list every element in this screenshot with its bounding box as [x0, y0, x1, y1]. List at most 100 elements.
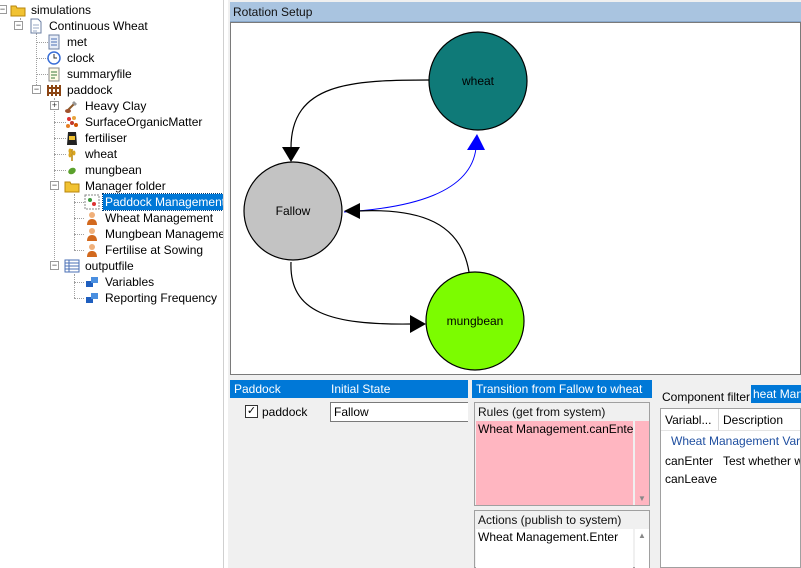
node-mungbean[interactable]: mungbean	[425, 271, 525, 371]
node-label-fallow: Fallow	[276, 204, 311, 218]
rules-textarea[interactable]: Wheat Management.canEnter	[476, 421, 633, 505]
output-table-icon	[64, 258, 80, 274]
tree-item-mungbean[interactable]: mungbean	[64, 162, 144, 178]
description-column-header[interactable]: Description	[719, 409, 800, 431]
notepad-icon	[46, 66, 62, 82]
tree-item-reporting-frequency[interactable]: Reporting Frequency	[84, 290, 219, 306]
arrowhead-fallow-to-wheat	[467, 134, 485, 150]
tree-item-label: outputfile	[85, 259, 134, 273]
tree-item-clock[interactable]: clock	[46, 50, 96, 66]
tree-item-manager-folder[interactable]: Manager folder	[64, 178, 168, 194]
tree-item-surface-organic-matter[interactable]: SurfaceOrganicMatter	[64, 114, 204, 130]
tree-item-fertilise-at-sowing[interactable]: Fertilise at Sowing	[84, 242, 205, 258]
initial-state-column-header: Initial State	[327, 380, 468, 398]
wheat-icon	[64, 146, 80, 162]
tree-item-label: fertiliser	[85, 131, 128, 145]
rotation-graph[interactable]: wheat Fallow mungbean	[231, 23, 800, 374]
chevron-up-icon[interactable]: ▲	[638, 531, 646, 540]
tree-item-label: paddock	[67, 83, 113, 97]
fertiliser-bag-icon	[64, 130, 80, 146]
variable-name[interactable]: canEnter	[665, 454, 714, 468]
folder-icon	[10, 2, 26, 18]
actions-group: Actions (publish to system) Wheat Manage…	[474, 510, 650, 568]
variable-description: Test whether we	[723, 454, 800, 468]
tree-item-wheat-management[interactable]: Wheat Management	[84, 210, 215, 226]
tree-item-summaryfile[interactable]: summaryfile	[46, 66, 134, 82]
component-filter-value: heat Man	[752, 386, 801, 402]
variable-group-label: Wheat Management Var	[671, 434, 801, 448]
node-wheat[interactable]: wheat	[428, 31, 528, 131]
collapse-toggle[interactable]: −	[0, 4, 7, 14]
manager-person-icon	[84, 226, 100, 242]
arrow-fallow-to-mungbean[interactable]	[290, 261, 412, 325]
variable-name[interactable]: canLeave	[665, 472, 718, 486]
fence-icon	[46, 82, 62, 98]
tree-item-paddock[interactable]: paddock	[46, 82, 114, 98]
variables-grid[interactable]: Variabl... Description Wheat Management …	[660, 408, 801, 568]
tree-item-met[interactable]: met	[46, 34, 89, 50]
tree-item-label: Reporting Frequency	[105, 291, 218, 305]
main-panel: Rotation Setup wheat Fallow	[228, 0, 801, 568]
arrow-fallow-to-wheat[interactable]	[343, 147, 477, 213]
tree-item-label: Paddock Management	[101, 193, 223, 211]
component-filter-panel: Component filter: heat Man Variabl... De…	[658, 380, 801, 568]
tree-item-label: simulations	[31, 3, 92, 17]
arrow-wheat-to-fallow[interactable]	[290, 79, 430, 149]
variable-column-header[interactable]: Variabl...	[661, 409, 719, 431]
tree-item-wheat[interactable]: wheat	[64, 146, 119, 162]
tree-item-label: met	[67, 35, 88, 49]
rules-title: Rules (get from system)	[478, 405, 606, 419]
paddock-name: paddock	[262, 405, 308, 419]
transition-title: Transition from Fallow to wheat	[472, 380, 652, 398]
tree-item-label: Continuous Wheat	[49, 19, 148, 33]
initial-state-input[interactable]: Fallow	[330, 402, 468, 422]
collapse-toggle[interactable]: −	[50, 260, 59, 270]
collapse-toggle[interactable]: −	[50, 180, 59, 190]
tree-item-fertiliser[interactable]: fertiliser	[64, 130, 129, 146]
tree-item-outputfile[interactable]: outputfile	[64, 258, 136, 274]
component-filter-input[interactable]: heat Man	[751, 385, 801, 403]
rotation-diagram[interactable]: wheat Fallow mungbean	[230, 22, 801, 375]
collapse-toggle[interactable]: −	[14, 20, 23, 30]
tree-item-label: Heavy Clay	[85, 99, 147, 113]
collapse-toggle[interactable]: −	[32, 84, 41, 94]
actions-textarea[interactable]: Wheat Management.Enter	[476, 529, 633, 568]
tree-item-mungbean-management[interactable]: Mungbean Management	[84, 226, 224, 242]
rules-group: Rules (get from system) Wheat Management…	[474, 402, 650, 506]
tree-item-label: Variables	[105, 275, 155, 289]
node-label-wheat: wheat	[461, 74, 495, 88]
tree-item-simulations[interactable]: simulations	[10, 2, 93, 18]
bean-icon	[64, 162, 80, 178]
frequency-icon	[84, 290, 100, 306]
organic-matter-icon	[64, 114, 80, 130]
variables-icon	[84, 274, 100, 290]
tree-item-label: summaryfile	[67, 67, 132, 81]
soil-shovel-icon	[64, 98, 80, 114]
rules-scrollbar[interactable]: ▼	[635, 421, 649, 505]
clock-icon	[46, 50, 62, 66]
simulation-tree[interactable]: − − − + − − simulations Continuous Wheat…	[0, 0, 224, 568]
arrowhead-mungbean-to-fallow	[344, 203, 360, 219]
tree-item-label: SurfaceOrganicMatter	[85, 115, 203, 129]
paddock-checkbox[interactable]: ✓	[245, 405, 258, 418]
tree-item-label: Fertilise at Sowing	[105, 243, 204, 257]
folder-icon	[64, 178, 80, 194]
expand-toggle[interactable]: +	[50, 100, 59, 110]
tree-item-continuous-wheat[interactable]: Continuous Wheat	[28, 18, 150, 34]
actions-scrollbar[interactable]: ▲	[635, 529, 649, 568]
tree-item-paddock-management[interactable]: Paddock Management	[84, 193, 223, 211]
transition-panel: Transition from Fallow to wheat Rules (g…	[472, 380, 654, 568]
weather-icon	[46, 34, 62, 50]
manager-person-icon	[84, 242, 100, 258]
chevron-down-icon[interactable]: ▼	[638, 494, 646, 503]
arrowhead-fallow-to-mungbean	[410, 315, 426, 333]
tree-item-label: Mungbean Management	[105, 227, 224, 241]
tree-item-label: Wheat Management	[105, 211, 214, 225]
paddock-column-header: Paddock	[230, 380, 327, 398]
document-icon	[28, 18, 44, 34]
tree-item-label: wheat	[85, 147, 118, 161]
arrow-mungbean-to-fallow[interactable]	[357, 210, 470, 273]
node-fallow[interactable]: Fallow	[243, 161, 343, 261]
tree-item-variables[interactable]: Variables	[84, 274, 156, 290]
tree-item-heavy-clay[interactable]: Heavy Clay	[64, 98, 148, 114]
